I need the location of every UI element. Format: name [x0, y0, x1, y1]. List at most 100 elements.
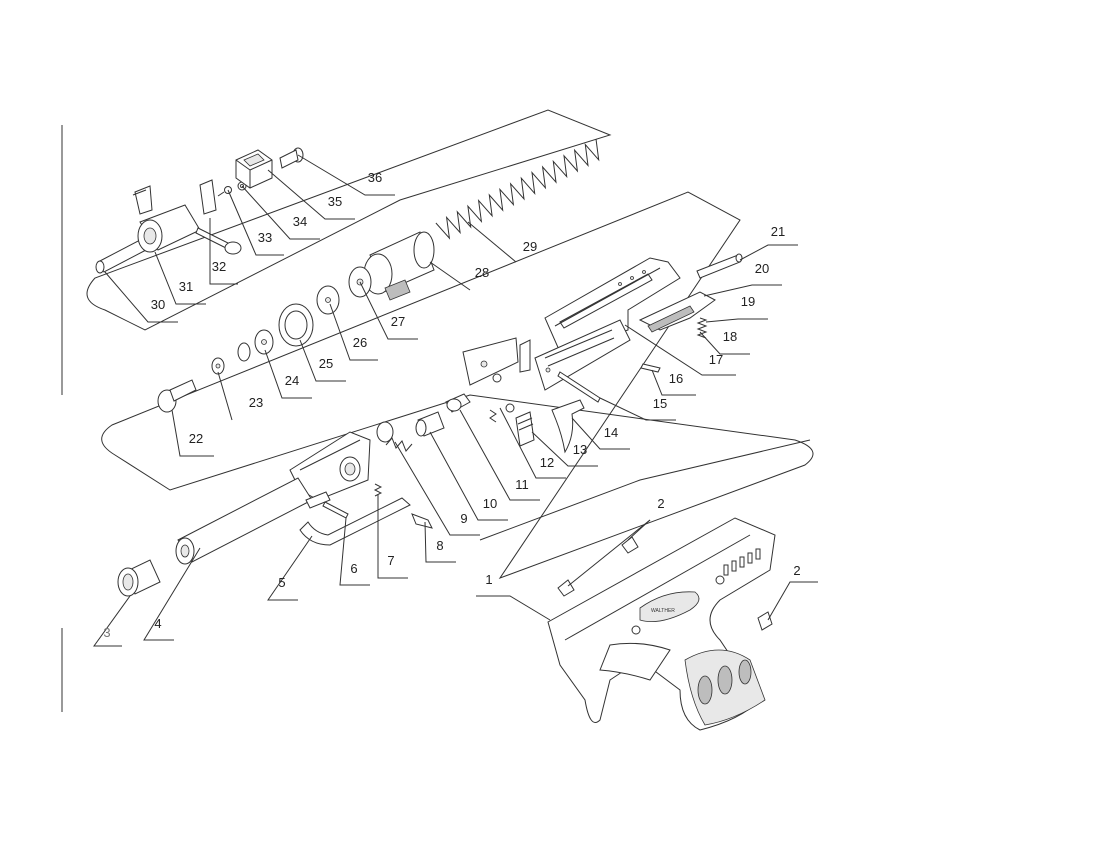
part-16-pin [640, 363, 661, 373]
part-26-washer [316, 285, 340, 315]
part-number-label: 24 [285, 373, 299, 388]
leader-line [267, 169, 355, 220]
part-11-latch [445, 393, 471, 413]
part-number-label: 31 [179, 279, 193, 294]
part-1-frame: WALTHER [547, 517, 776, 731]
callout-c28: 28 [429, 261, 489, 291]
leader-line [329, 303, 378, 361]
side-plate-right [534, 319, 631, 391]
grip-brand-text: WALTHER [651, 608, 675, 614]
callout-c7: 7 [377, 494, 408, 579]
part-number-label: 6 [350, 561, 357, 576]
leader-line [705, 318, 768, 323]
callout-c34: 34 [241, 185, 320, 240]
callout-c33: 33 [227, 189, 284, 256]
part-9-spring [376, 421, 413, 452]
leader-line [651, 369, 696, 396]
callout-c1: 1 [476, 572, 551, 621]
callout-c30: 30 [104, 271, 178, 323]
callout-c27: 27 [359, 281, 418, 340]
part-number-label: 30 [151, 297, 165, 312]
callout-c15: 15 [599, 396, 676, 421]
part-number-label: 2 [657, 496, 664, 511]
callout-c20: 20 [703, 261, 782, 297]
part-23-washers [211, 342, 251, 375]
callout-c17: 17 [624, 324, 736, 376]
panel-top-outline [86, 109, 612, 331]
part-25-ring [278, 303, 314, 347]
panel-frame-outline [479, 439, 811, 541]
leader-line [429, 431, 508, 521]
leader-line [429, 261, 471, 291]
part-number-label: 26 [353, 335, 367, 350]
leader-line [171, 409, 214, 457]
part-number-label: 29 [523, 239, 537, 254]
callout-c36: 36 [297, 154, 395, 196]
callout-c9: 9 [394, 441, 480, 536]
leader-line [567, 519, 651, 587]
part-31-bolt-body [132, 185, 201, 253]
part-19-spring [696, 317, 708, 339]
callout-c31: 31 [154, 251, 206, 305]
part-number-label: 32 [212, 259, 226, 274]
callout-c35: 35 [267, 169, 355, 220]
leader-line [476, 595, 551, 621]
callout-c12: 12 [499, 407, 566, 479]
part-20-guard-plate [638, 291, 716, 333]
callout-c22: 22 [171, 409, 214, 457]
part-number-label: 20 [755, 261, 769, 276]
part-35-sight-block [235, 149, 273, 189]
leader-line [93, 595, 131, 647]
part-21-pin [696, 253, 743, 279]
part-29-main-spring [435, 138, 600, 240]
panel-middle-outline [101, 191, 814, 580]
leader-line [459, 409, 540, 501]
part-number-label: 28 [475, 265, 489, 280]
part-number-label: 36 [368, 170, 382, 185]
callout-c19: 19 [705, 294, 768, 323]
leader-line [739, 244, 798, 261]
part-number-label: 16 [669, 371, 683, 386]
leader-line [394, 441, 480, 536]
callout-c2b: 2 [767, 563, 818, 621]
leader-line [599, 397, 676, 421]
leader-line [209, 218, 238, 285]
callout-c4: 4 [143, 547, 201, 641]
callout-c13: 13 [531, 431, 598, 467]
callout-c18: 18 [699, 329, 750, 355]
part-number-label: 5 [278, 575, 285, 590]
part-number-label: 3 [103, 625, 110, 640]
part-number-label: 15 [653, 396, 667, 411]
callout-c3: 3 [93, 595, 131, 647]
part-15-rod [557, 371, 601, 403]
callout-c14: 14 [571, 417, 630, 450]
leader-line [377, 494, 408, 579]
part-8-plunger [411, 513, 433, 529]
part-32-pin [195, 179, 242, 255]
callout-c24: 24 [264, 349, 312, 399]
part-number-label: 27 [391, 314, 405, 329]
leader-line [571, 417, 630, 450]
part-number-label: 11 [515, 477, 529, 492]
callout-c21: 21 [739, 224, 798, 261]
leader-line [297, 154, 395, 196]
leader-line [699, 331, 750, 355]
part-number-label: 19 [741, 294, 755, 309]
part-number-label: 21 [771, 224, 785, 239]
leader-line [104, 271, 178, 323]
part-6-pin [322, 501, 349, 519]
leader-line [299, 339, 346, 382]
part-number-label: 14 [604, 425, 618, 440]
part-13-sear [515, 411, 535, 447]
leader-line [531, 431, 598, 467]
part-10-plunger [415, 411, 445, 437]
leader-line [703, 284, 782, 297]
part-number-label: 17 [709, 352, 723, 367]
side-plate-left [462, 337, 531, 386]
part-22-cap-screw [157, 379, 197, 413]
part-36-screw [279, 147, 304, 169]
leader-line [499, 407, 566, 479]
leader-line [217, 371, 233, 421]
part-number-label: 9 [460, 511, 467, 526]
